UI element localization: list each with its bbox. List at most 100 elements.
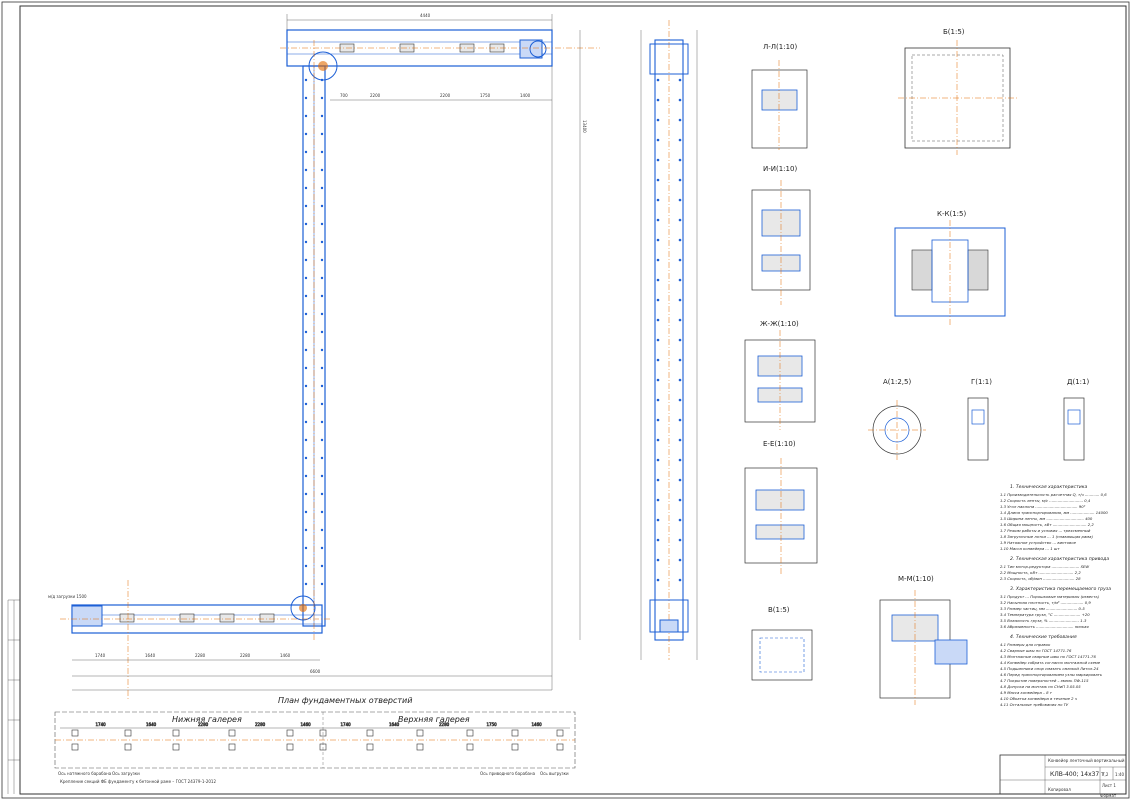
foundation-hole	[71, 729, 79, 737]
notes-line: 1.10 Масса конвейера ... 1 шт	[1000, 546, 1060, 551]
bolt-dot	[304, 78, 308, 82]
lower-corner-drum	[290, 595, 316, 621]
notes-line: 2.3 Скорость, об/мин ...................…	[1000, 576, 1081, 581]
bolt-dot	[304, 114, 308, 118]
titleblock-scale: 1:40	[1115, 772, 1124, 777]
bolt-dot	[304, 240, 308, 244]
bolt-dot	[304, 276, 308, 280]
bolt-dot	[320, 546, 324, 550]
bolt-dot	[678, 178, 682, 182]
bolt-dot	[656, 238, 660, 242]
svg-text:1740: 1740	[95, 653, 106, 658]
bolt-dot	[656, 538, 660, 542]
lower-dim-chain: 1740 1640 2280 2280 1460 6600	[95, 653, 321, 674]
lower-gallery-label: Нижняя галерея	[172, 715, 242, 724]
upper-dim-chain: 700 2200 2200 1750 1400	[340, 93, 531, 98]
notes-line: 3.5 Влажность груза, % .................…	[1000, 618, 1087, 623]
foundation-hole	[319, 743, 327, 751]
bolt-dot	[304, 96, 308, 100]
bolt-dot	[304, 546, 308, 550]
bolt-dot	[656, 78, 660, 82]
notes-line: 4.11 Остальные требования по ТУ	[1000, 702, 1069, 707]
section-I-view	[751, 180, 811, 305]
view-B-title: В(1:5)	[768, 606, 790, 614]
bolt-dot	[304, 204, 308, 208]
foundation-dim: 1460	[532, 722, 543, 727]
notes-heading: 3. Характеристика перемещаемого груза	[1010, 586, 1111, 592]
bolt-dot	[656, 98, 660, 102]
bolt-dot	[656, 298, 660, 302]
notes-line: 3.6 Абразивность .......................…	[1000, 624, 1089, 629]
bolt-dot	[304, 186, 308, 190]
bolt-dot	[656, 158, 660, 162]
foundation-dim: 2280	[255, 722, 266, 727]
section-E-view	[744, 458, 818, 575]
bolt-dot	[320, 186, 324, 190]
bolt-dot	[656, 178, 660, 182]
bolt-dot	[320, 168, 324, 172]
foundation-title: План фундаментных отверстий	[278, 696, 412, 705]
bolt-dot	[678, 418, 682, 422]
titleblock-copied: Копировал	[1048, 787, 1071, 792]
bolt-dot	[678, 398, 682, 402]
drive-unit	[519, 39, 543, 59]
foundation-dim: 1740	[341, 722, 352, 727]
bolt-dot	[320, 132, 324, 136]
bolt-dot	[304, 402, 308, 406]
notes-line: 1.5 Ширина ленты, мм ...................…	[1000, 516, 1093, 521]
notes-line: 1.9 Натяжное устройство ... винтовое	[1000, 540, 1077, 545]
bolt-dot	[304, 258, 308, 262]
detail-G-title: Г(1:1)	[971, 378, 992, 386]
bolt-dot	[656, 358, 660, 362]
svg-text:1750: 1750	[480, 93, 491, 98]
load-label: м/д загрузки 1500	[48, 594, 87, 599]
bolt-dot	[320, 312, 324, 316]
svg-text:6600: 6600	[310, 669, 321, 674]
foundation-hole	[286, 729, 294, 737]
bolt-dot	[320, 528, 324, 532]
foundation-hole	[319, 729, 327, 737]
bolt-dot	[678, 358, 682, 362]
bolt-dot	[656, 138, 660, 142]
upper-gallery-label: Верхняя галерея	[398, 715, 470, 724]
bolt-dot	[678, 258, 682, 262]
foundation-hole	[124, 743, 132, 751]
foundation-hole	[172, 743, 180, 751]
bolt-dot	[320, 474, 324, 478]
bolt-dot	[656, 438, 660, 442]
notes-line: 1.3 Угол наклона .......................…	[1000, 504, 1086, 509]
svg-text:700: 700	[340, 93, 348, 98]
bolt-dot	[656, 278, 660, 282]
foundation-hole	[366, 743, 374, 751]
bolt-dot	[304, 510, 308, 514]
bolt-dot	[656, 318, 660, 322]
bolt-dot	[678, 518, 682, 522]
bolt-dot	[320, 456, 324, 460]
bolt-dot	[304, 438, 308, 442]
detail-G-drawing	[967, 397, 989, 461]
bolt-dot	[304, 582, 308, 586]
bolt-dot	[304, 528, 308, 532]
bolt-dot	[656, 558, 660, 562]
foundation-hole	[466, 743, 474, 751]
bolt-dot	[304, 384, 308, 388]
axis-load-label: Ось загрузки	[112, 771, 140, 776]
bolt-dot	[320, 564, 324, 568]
notes-line: 1.8 Загрузочные лотки ... 1 (плавающая р…	[1000, 534, 1093, 539]
notes-line: 2.1 Тип мотор-редуктора ................…	[1000, 564, 1089, 569]
bolt-dot	[320, 510, 324, 514]
bolt-dot	[678, 318, 682, 322]
bolt-dot	[678, 378, 682, 382]
bolt-dot	[656, 478, 660, 482]
foundation-hole	[556, 729, 564, 737]
bolt-dot	[656, 498, 660, 502]
bolt-dot	[304, 420, 308, 424]
foundation-hole	[556, 743, 564, 751]
foundation-hole	[416, 743, 424, 751]
bolt-dot	[656, 458, 660, 462]
notes-line: 4.3 Монтажные сварные швы по ГОСТ 14771-…	[1000, 654, 1096, 659]
bolt-dot	[678, 198, 682, 202]
foundation-note: Крепление секций ФЕ фундаменту к бетонно…	[60, 779, 216, 784]
